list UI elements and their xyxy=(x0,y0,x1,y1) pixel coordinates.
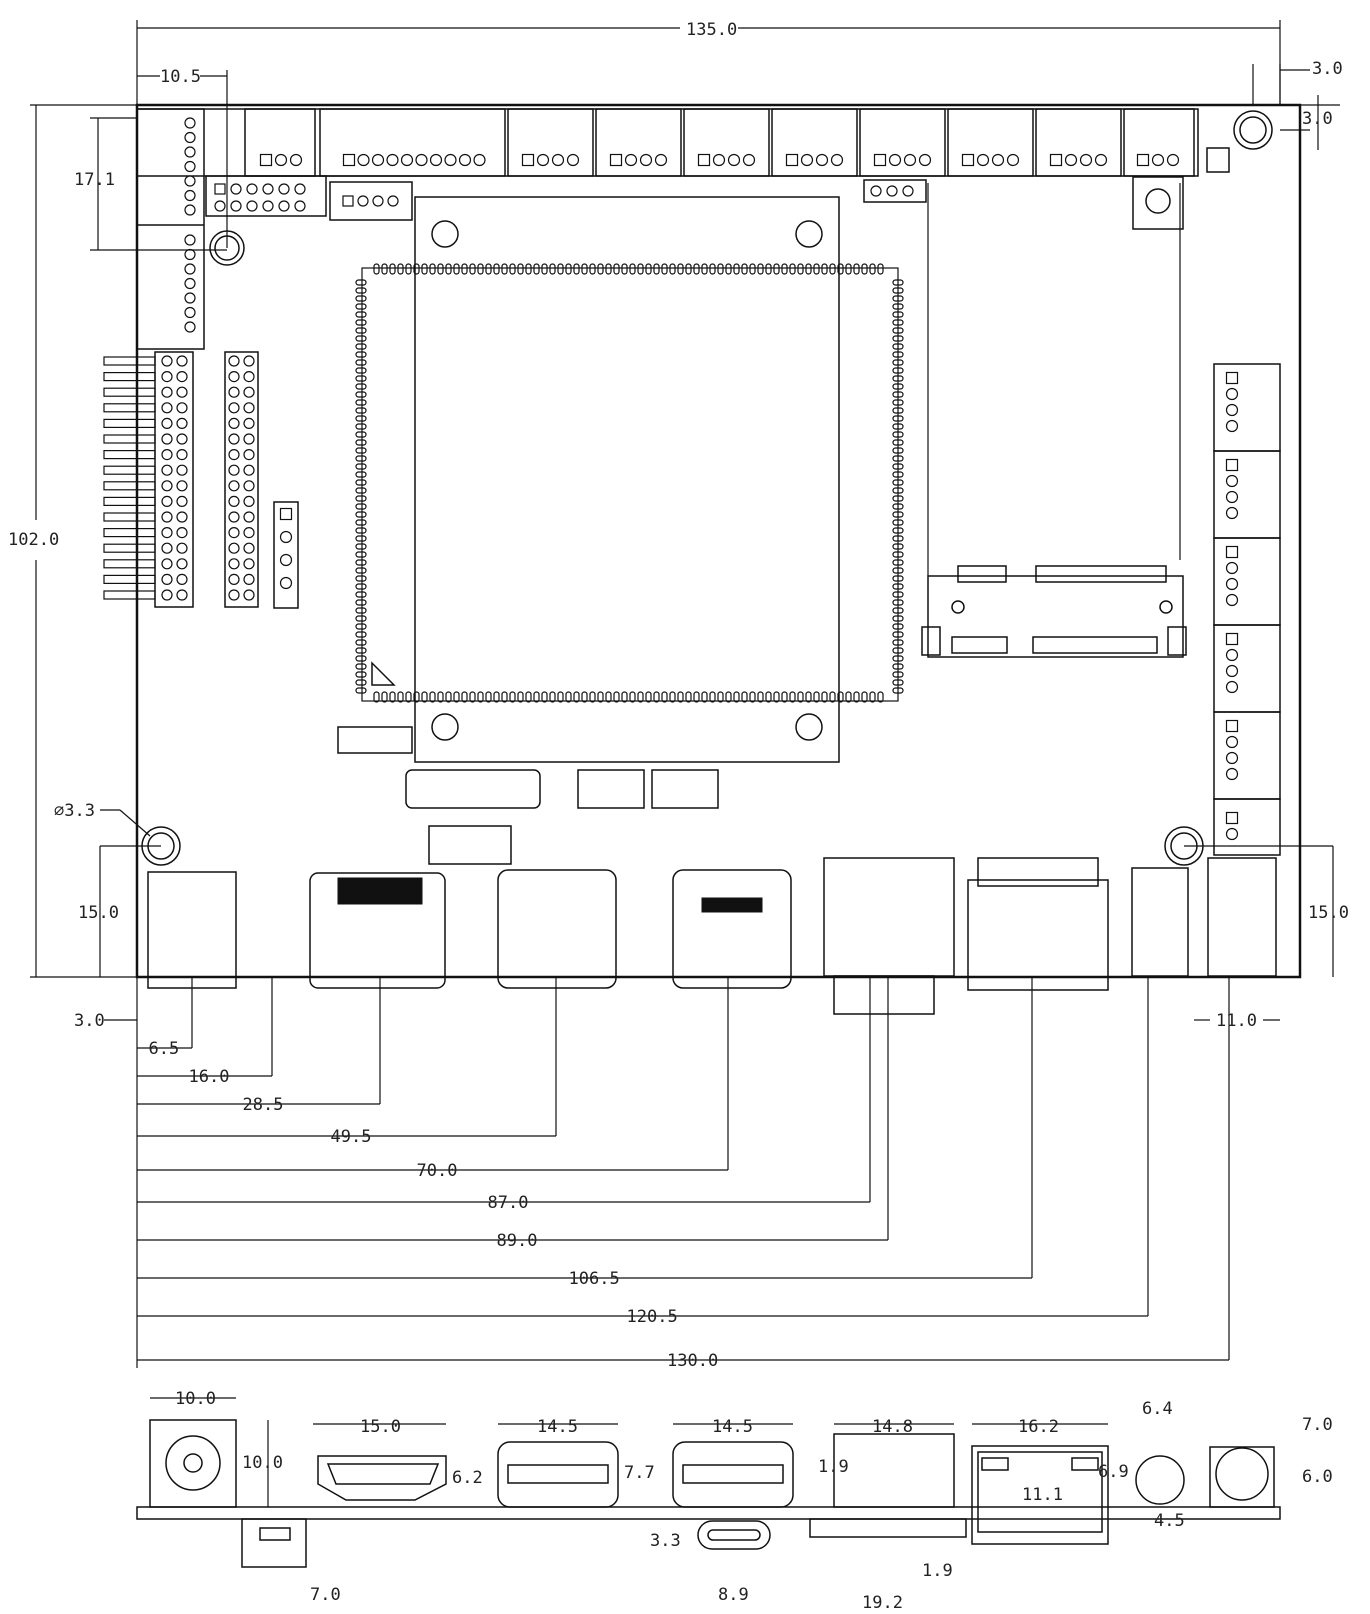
right-hole-dim: 15.0 xyxy=(1184,845,1349,977)
side-view: 10.0 10.0 7.0 15.0 6.2 14.5 7.7 14.5 3.3… xyxy=(136,1389,1333,1613)
usb1-height-label: 7.7 xyxy=(624,1463,655,1483)
left-vertical-header xyxy=(136,108,205,350)
io-position-label: 6.5 xyxy=(149,1039,180,1059)
corner-y-label: 3.0 xyxy=(1302,109,1333,129)
sd-gap-label: 1.9 xyxy=(818,1457,849,1477)
right-hole-edge-label: 15.0 xyxy=(1308,903,1349,923)
io-position-label: 49.5 xyxy=(331,1127,372,1147)
audio-width-label: 6.4 xyxy=(1142,1399,1173,1419)
io-position-label: 70.0 xyxy=(417,1161,458,1181)
board-width-dim: 135.0 xyxy=(136,20,1281,105)
hdmi-height-label: 6.2 xyxy=(452,1468,483,1488)
left-hole-dim: 15.0 xyxy=(78,845,161,977)
usb2-width-label: 14.5 xyxy=(712,1417,753,1437)
header-2x6 xyxy=(205,175,413,221)
sd-width-label: 14.8 xyxy=(872,1417,913,1437)
hole-diameter-label: ⌀3.3 xyxy=(54,801,95,821)
header-height-label: 17.1 xyxy=(74,170,115,190)
right-connectors xyxy=(1213,363,1281,856)
bottom-conn-width-label: 7.0 xyxy=(310,1585,341,1605)
io-position-label: 89.0 xyxy=(497,1231,538,1251)
top-connectors xyxy=(136,108,1199,197)
left-edge-offset-label: 3.0 xyxy=(74,1011,105,1031)
tf-width-label: 19.2 xyxy=(862,1593,903,1613)
cpu-module xyxy=(355,196,904,763)
board-outline xyxy=(135,103,1302,979)
dc-width-label: 10.0 xyxy=(175,1389,216,1409)
usbc-width-label: 8.9 xyxy=(718,1585,749,1605)
hdmi-width-label: 15.0 xyxy=(360,1417,401,1437)
left-hole-edge-label: 15.0 xyxy=(78,903,119,923)
rj45-width-label: 16.2 xyxy=(1018,1417,1059,1437)
right-pos-label: 11.0 xyxy=(1216,1011,1257,1031)
left-header-offset-label: 10.5 xyxy=(160,67,201,87)
dc-height-label: 10.0 xyxy=(242,1453,283,1473)
audio-height-label: 4.5 xyxy=(1154,1511,1185,1531)
board-width-label: 135.0 xyxy=(686,20,737,40)
mount-holes xyxy=(141,110,1273,866)
io-position-label: 130.0 xyxy=(667,1351,718,1371)
left-header-dim: 10.5 xyxy=(137,67,228,248)
io-position-label: 120.5 xyxy=(627,1307,678,1327)
header-height-dim: 17.1 xyxy=(74,117,227,251)
board-height-label: 102.0 xyxy=(8,530,59,550)
jack-width-label: 7.0 xyxy=(1302,1415,1333,1435)
io-position-label: 28.5 xyxy=(243,1095,284,1115)
usb1-width-label: 14.5 xyxy=(537,1417,578,1437)
rj45-offset-label: 6.9 xyxy=(1098,1462,1129,1482)
hole-diameter-dim: ⌀3.3 xyxy=(54,801,151,837)
corner-dims: 3.0 3.0 xyxy=(1252,59,1343,150)
tf-gap-label: 1.9 xyxy=(922,1561,953,1581)
io-position-label: 106.5 xyxy=(569,1269,620,1289)
small-components xyxy=(337,147,1230,865)
usbc-height-label: 3.3 xyxy=(650,1531,681,1551)
m2-slot xyxy=(921,183,1187,658)
board-height-dim: 102.0 xyxy=(8,104,137,978)
io-position-dims: 3.0 6.5 16.0 28.5 49.5 70.0 87.0 89.0 106.5 120.… xyxy=(74,977,1280,1371)
corner-x-label: 3.0 xyxy=(1312,59,1343,79)
rj45-height-label: 11.1 xyxy=(1022,1485,1063,1505)
io-position-label: 16.0 xyxy=(189,1067,230,1087)
io-position-label: 87.0 xyxy=(488,1193,529,1213)
bottom-io-top-view xyxy=(147,857,1277,1015)
jack-height-label: 6.0 xyxy=(1302,1467,1333,1487)
gpio-headers xyxy=(103,351,299,609)
